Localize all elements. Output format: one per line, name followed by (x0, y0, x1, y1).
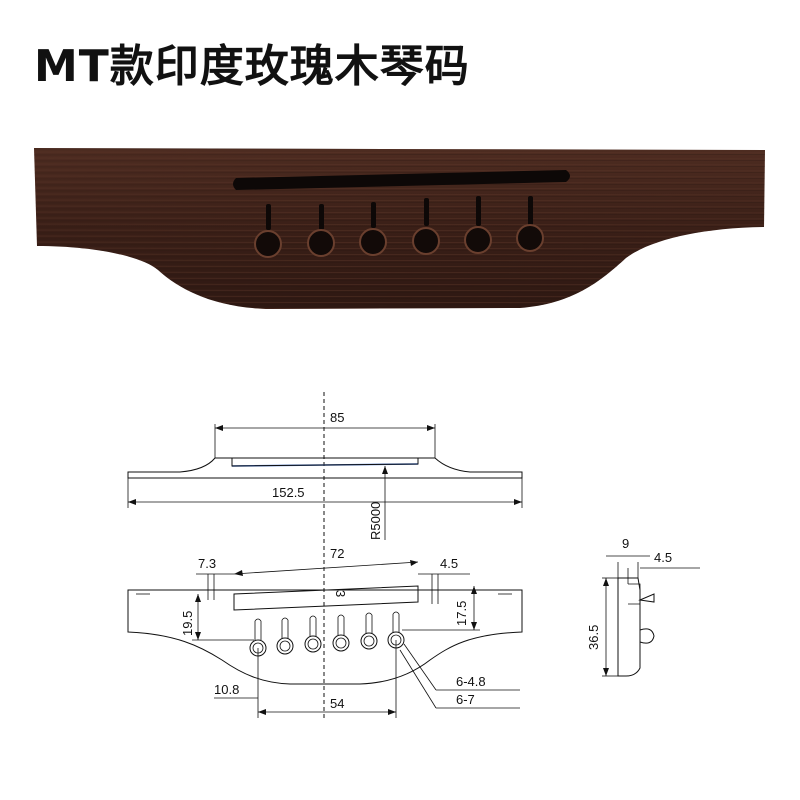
profile-view-drawing (602, 555, 700, 677)
pin-hole (254, 204, 282, 258)
dim-slot-length: 72 (330, 546, 344, 561)
pin-hole (516, 196, 544, 252)
pin-hole (359, 202, 387, 256)
dim-center-mark: 3 (333, 590, 348, 597)
dim-width: 85 (330, 410, 344, 425)
dim-radius: R5000 (368, 502, 383, 540)
saddle-slot (233, 170, 570, 190)
side-view-drawing (127, 392, 523, 720)
drawing-pin-hole (360, 612, 378, 650)
drawing-pin-holes (249, 611, 405, 657)
dim-top-width: 9 (622, 536, 629, 551)
pin-hole (412, 198, 440, 255)
pin-holes (254, 196, 544, 258)
top-view-drawing (127, 560, 523, 718)
dim-pin-span: 54 (330, 696, 344, 711)
drawing-pin-hole (332, 614, 350, 652)
dim-slot-width: 4.5 (654, 550, 672, 565)
bridge-grain (34, 148, 765, 309)
pin-hole (307, 204, 335, 257)
dim-hole-large: 6-7 (456, 692, 475, 707)
dim-height-left: 19.5 (180, 611, 195, 636)
dim-profile-height: 36.5 (586, 625, 601, 650)
drawing-pin-hole (276, 617, 294, 655)
dim-slot-offset-right: 4.5 (440, 556, 458, 571)
page-title: MT款印度玫瑰木琴码 (34, 41, 470, 92)
bridge-photo (34, 148, 765, 309)
dim-hole-small: 6-4.8 (456, 674, 486, 689)
dim-height-right: 17.5 (454, 601, 469, 626)
dim-slot-offset-left: 7.3 (198, 556, 216, 571)
dim-pin-offset: 10.8 (214, 682, 239, 697)
pin-hole (464, 196, 492, 254)
drawing-pin-hole (304, 615, 322, 653)
dim-length: 152.5 (272, 485, 305, 500)
